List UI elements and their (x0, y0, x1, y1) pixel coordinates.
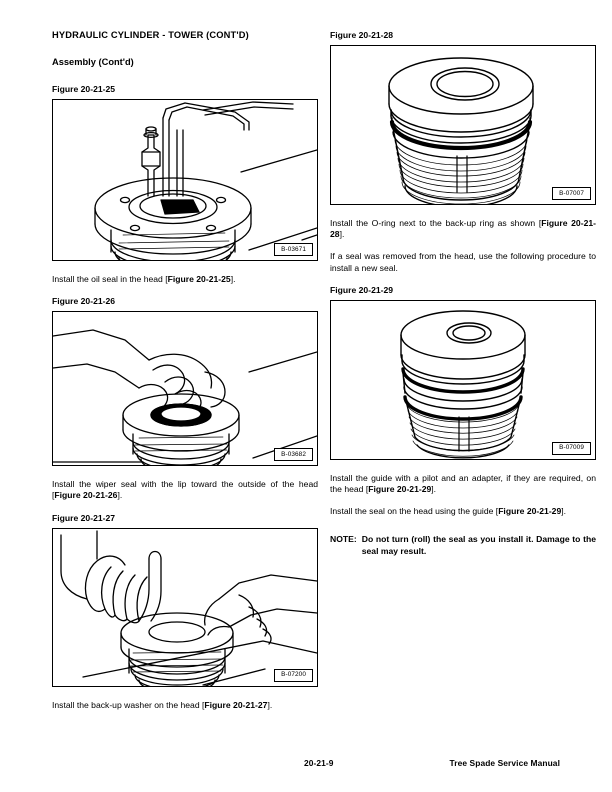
figure-20-21-29: B-07009 (330, 299, 596, 460)
footer-page-number: 20-21-9 (304, 758, 334, 768)
figure-id-label-b-07200: B-07200 (274, 668, 313, 682)
figure-caption-20-21-28: Figure 20-21-28 (330, 30, 394, 40)
hand-installing-wiper-seal-illustration (53, 329, 317, 466)
figure-20-21-26: B-03682 (52, 311, 318, 467)
paragraph-install-seal-using-guide: Install the seal on the head using the g… (330, 506, 567, 517)
left-column: HYDRAULIC CYLINDER - TOWER (CONT'D) Asse… (52, 30, 318, 711)
right-column: Figure 20-21-28 (330, 30, 596, 557)
two-hands-installing-back-up-washer-illustration (60, 529, 317, 686)
figure-20-21-28: B-07007 (330, 45, 596, 205)
paragraph-install-back-up-washer: Install the back-up washer on the head [… (52, 699, 273, 710)
paragraph-install-oil-seal: Install the oil seal in the head [Figure… (52, 274, 236, 284)
figure-caption-20-21-29: Figure 20-21-29 (330, 284, 394, 295)
paragraph-install-o-ring: Install the O-ring next to the back-up r… (330, 218, 596, 240)
figure-caption-20-21-25: Figure 20-21-25 (52, 84, 116, 94)
figure-caption-20-21-27: Figure 20-21-27 (52, 512, 116, 523)
figure-20-21-25: B-03671 (52, 99, 318, 261)
paragraph-seal-removed-note: If a seal was removed from the head, use… (330, 251, 596, 273)
note-label: NOTE: (330, 534, 357, 545)
figure-reference-20-21-28: Figure 20-21-28 (330, 218, 596, 240)
figure-reference-20-21-29-b: Figure 20-21-29 (498, 506, 562, 517)
figure-id-label-b-07007: B-07007 (552, 187, 591, 200)
figure-20-21-27: B-07200 (52, 527, 318, 687)
figure-reference-20-21-25: Figure 20-21-25 (167, 274, 231, 284)
figure-reference-20-21-26: Figure 20-21-26 (54, 490, 118, 501)
figure-reference-20-21-27: Figure 20-21-27 (204, 699, 268, 710)
figure-caption-20-21-26: Figure 20-21-26 (52, 296, 116, 307)
figure-reference-20-21-29-a: Figure 20-21-29 (368, 484, 432, 495)
page-title: HYDRAULIC CYLINDER - TOWER (CONT'D) (52, 30, 249, 40)
cylinder-head-o-ring-back-up-ring-illustration (388, 57, 534, 204)
page-footer: 20-21-9 Tree Spade Service Manual (52, 758, 560, 770)
subsection-title: Assembly (Cont'd) (52, 57, 134, 67)
figure-id-label-b-07009: B-07009 (552, 441, 591, 455)
paragraph-install-wiper-seal: Install the wiper seal with the lip towa… (52, 479, 318, 501)
cylinder-head-with-seal-driver-illustration (94, 101, 317, 260)
figure-id-label-b-03671: B-03671 (274, 243, 313, 256)
note-text: Do not turn (roll) the seal as you insta… (361, 534, 596, 556)
paragraph-install-guide: Install the guide with a pilot and an ad… (330, 472, 596, 495)
cylinder-head-guide-and-seal-illustration (400, 310, 526, 459)
note-block: NOTE: Do not turn (roll) the seal as you… (330, 534, 596, 556)
figure-id-label-b-03682: B-03682 (274, 448, 313, 462)
footer-manual-title: Tree Spade Service Manual (449, 758, 560, 768)
